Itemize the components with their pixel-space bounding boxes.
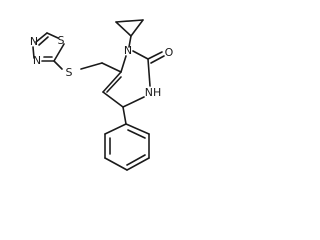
thioether-linker xyxy=(80,62,122,73)
bond-n4-n3 xyxy=(32,46,35,59)
atom-label-s-linker: S xyxy=(66,66,73,79)
bond-cp-left xyxy=(115,21,132,37)
atom-label-nh: NH xyxy=(145,86,162,99)
bond-ph-inner-2 xyxy=(126,154,146,166)
thiadiazole-ring xyxy=(32,32,65,70)
bond-c4-ph xyxy=(122,106,127,125)
bond-c5-s-linker xyxy=(53,60,63,70)
atom-label-s-ring: S xyxy=(58,34,65,47)
bond-n3-c4 xyxy=(122,96,145,108)
atom-label-n-ring-bottom: N xyxy=(33,54,41,67)
pyrimidinone-ring xyxy=(102,50,165,108)
bond-cp-right xyxy=(130,19,144,37)
phenyl-ring xyxy=(104,106,150,171)
bond-c5-c6 xyxy=(102,71,122,93)
bond-c2-n3 xyxy=(147,58,151,87)
bond-ph-4 xyxy=(104,157,128,171)
bond-s-c5 xyxy=(53,43,65,62)
atom-label-n-cyclopropyl: N xyxy=(124,44,132,57)
bond-c2-o-double xyxy=(150,55,165,64)
bond-n1-cp xyxy=(128,35,132,48)
bond-c6-n1 xyxy=(120,55,127,73)
bond-c2-s1 xyxy=(46,32,59,39)
bond-ph-3 xyxy=(126,157,150,171)
atom-label-n-ring-top: N xyxy=(30,35,38,48)
bond-ch2-c-ring xyxy=(101,62,122,73)
bond-s-ch2 xyxy=(80,62,103,70)
atom-label-o-carbonyl: O xyxy=(165,46,174,59)
bond-ph-6 xyxy=(104,123,127,135)
molecule-structure-diagram: S N N S N O NH xyxy=(29,19,174,171)
bond-cp-top xyxy=(115,19,144,23)
bond-c5-c6-double xyxy=(106,76,122,93)
bond-ph-inner-1 xyxy=(127,129,146,139)
bond-c4-c5 xyxy=(102,91,124,108)
bond-c2-o xyxy=(147,51,163,60)
cyclopropyl-group xyxy=(115,19,144,48)
bond-ph-1 xyxy=(125,123,150,135)
bond-n3-c2 xyxy=(35,32,48,43)
bond-n3-c2-double xyxy=(38,36,49,46)
bond-n1-c2 xyxy=(132,50,149,60)
